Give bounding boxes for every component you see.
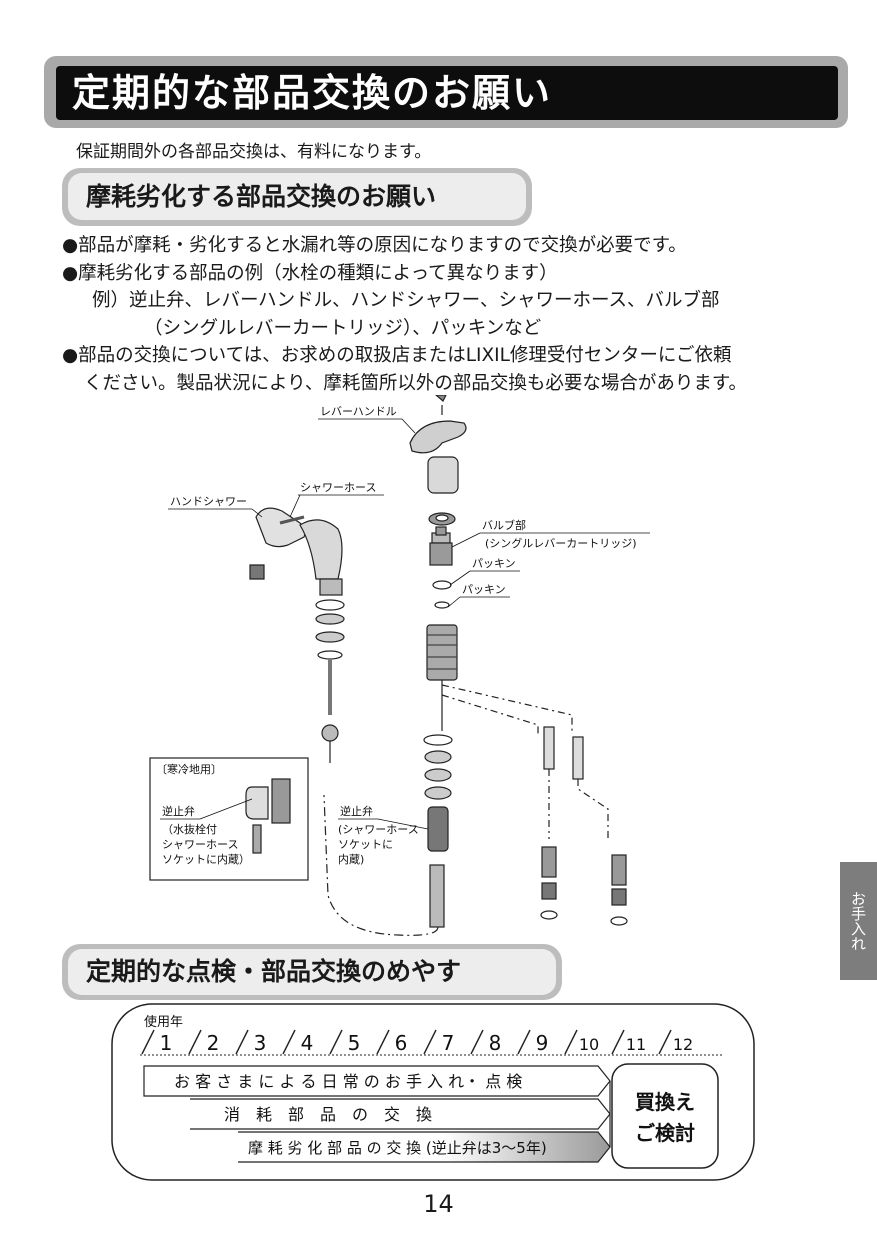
cold-region-box xyxy=(149,757,309,881)
section2-title: 定期的な点検・部品交換のめやす xyxy=(68,949,556,995)
year-slash xyxy=(329,1029,343,1055)
year-slash xyxy=(564,1029,578,1055)
replace-line-1: 買換え xyxy=(635,1090,695,1114)
section1-body: ●部品が摩耗・劣化すると水漏れ等の原因になりますので交換が必要です。 ●摩耗劣化… xyxy=(62,232,747,397)
year-slash xyxy=(141,1029,155,1055)
hand-shower-part xyxy=(255,507,306,548)
faucet-body xyxy=(426,624,458,681)
check-note: ソケットに xyxy=(338,838,393,851)
section1-title: 摩耗劣化する部品交換のお願い xyxy=(68,173,526,220)
cold-note: ソケットに内蔵） xyxy=(162,852,250,866)
year-tick: 10 xyxy=(579,1035,599,1054)
year-slash xyxy=(235,1029,249,1055)
lever-handle-part xyxy=(409,420,467,454)
replace-line-2: ご検討 xyxy=(635,1121,695,1145)
year-tick: 3 xyxy=(254,1031,267,1055)
check-note: (シャワーホース xyxy=(338,823,419,836)
label-valve: バルブ部 xyxy=(482,518,526,532)
year-tick: 2 xyxy=(207,1031,220,1055)
cold-note: （水抜栓付 xyxy=(162,822,217,836)
label-valve-sub: (シングルレバーカートリッジ) xyxy=(485,536,637,550)
valve-cartridge xyxy=(429,542,453,566)
check-note: 内蔵) xyxy=(338,852,364,866)
cover-cap xyxy=(427,456,459,494)
cold-note: シャワーホース xyxy=(162,838,238,851)
label-shower-hose: シャワーホース xyxy=(300,481,376,494)
faucet-exploded-diagram: レバーハンドル ハンドシャワー シャワーホース バルブ部 (シングルレバーカート… xyxy=(149,395,650,936)
year-tick: 9 xyxy=(536,1031,549,1055)
year-tick: 8 xyxy=(489,1031,502,1055)
row-daily-care-label: お 客 さ ま に よ る 日 常 の お 手 入 れ・ 点 検 xyxy=(174,1072,522,1091)
year-slash xyxy=(658,1029,672,1055)
intro-text: 保証期間外の各部品交換は、有料になります。 xyxy=(76,142,432,162)
year-slash xyxy=(423,1029,437,1055)
label-packing-2: パッキン xyxy=(462,583,506,596)
year-slash xyxy=(611,1029,625,1055)
replace-box xyxy=(611,1063,719,1169)
cold-box-title: 〔寒冷地用〕 xyxy=(156,762,222,776)
year-tick: 5 xyxy=(348,1031,361,1055)
bullet-line: （シングルレバーカートリッジ）、パッキンなど xyxy=(144,317,542,339)
bullet-line: ●部品の交換については、お求めの取扱店またはLIXIL修理受付センターにご依頼 xyxy=(62,345,732,366)
hose-socket xyxy=(429,864,445,928)
year-tick: 7 xyxy=(442,1031,455,1055)
label-packing-1: パッキン xyxy=(472,557,516,570)
year-tick: 6 xyxy=(395,1031,408,1055)
lever-screw xyxy=(435,395,447,402)
year-tick: 1 xyxy=(160,1031,173,1055)
check-valve-part xyxy=(427,806,449,852)
side-tab-care: お手入れ xyxy=(840,862,877,980)
label-hand-shower: ハンドシャワー xyxy=(170,495,247,508)
bullet-line: ください。製品状況により、摩耗箇所以外の部品交換も必要な場合があります。 xyxy=(84,372,748,394)
bullet-line: ●部品が摩耗・劣化すると水漏れ等の原因になりますので交換が必要です。 xyxy=(62,235,687,256)
page-title: 定期的な部品交換のお願い xyxy=(56,66,838,120)
year-label: 使用年 xyxy=(144,1014,183,1030)
bullet-line: ●摩耗劣化する部品の例（水栓の種類によって異なります） xyxy=(62,262,558,284)
year-slash xyxy=(376,1029,390,1055)
row-worn-parts-label: 摩 耗 劣 化 部 品 の 交 換 (逆止弁は3〜5年) xyxy=(248,1139,547,1157)
row-daily-care xyxy=(143,1065,611,1097)
year-slash xyxy=(517,1029,531,1055)
check-valve-label: 逆止弁 xyxy=(340,804,373,818)
year-tick: 4 xyxy=(301,1031,314,1055)
year-slash xyxy=(188,1029,202,1055)
year-slash xyxy=(470,1029,484,1055)
page-number: 14 xyxy=(423,1190,454,1218)
row-consumable-label: 消 耗 部 品 の 交 換 xyxy=(224,1105,432,1124)
label-lever-handle: レバーハンドル xyxy=(320,405,397,418)
bullet-line: 例）逆止弁、レバーハンドル、ハンドシャワー、シャワーホース、バルブ部 xyxy=(92,290,720,311)
year-tick: 12 xyxy=(673,1035,693,1054)
cold-check-valve-label: 逆止弁 xyxy=(162,804,195,818)
year-slash xyxy=(282,1029,296,1055)
spout xyxy=(299,519,343,580)
year-tick: 11 xyxy=(626,1035,646,1054)
